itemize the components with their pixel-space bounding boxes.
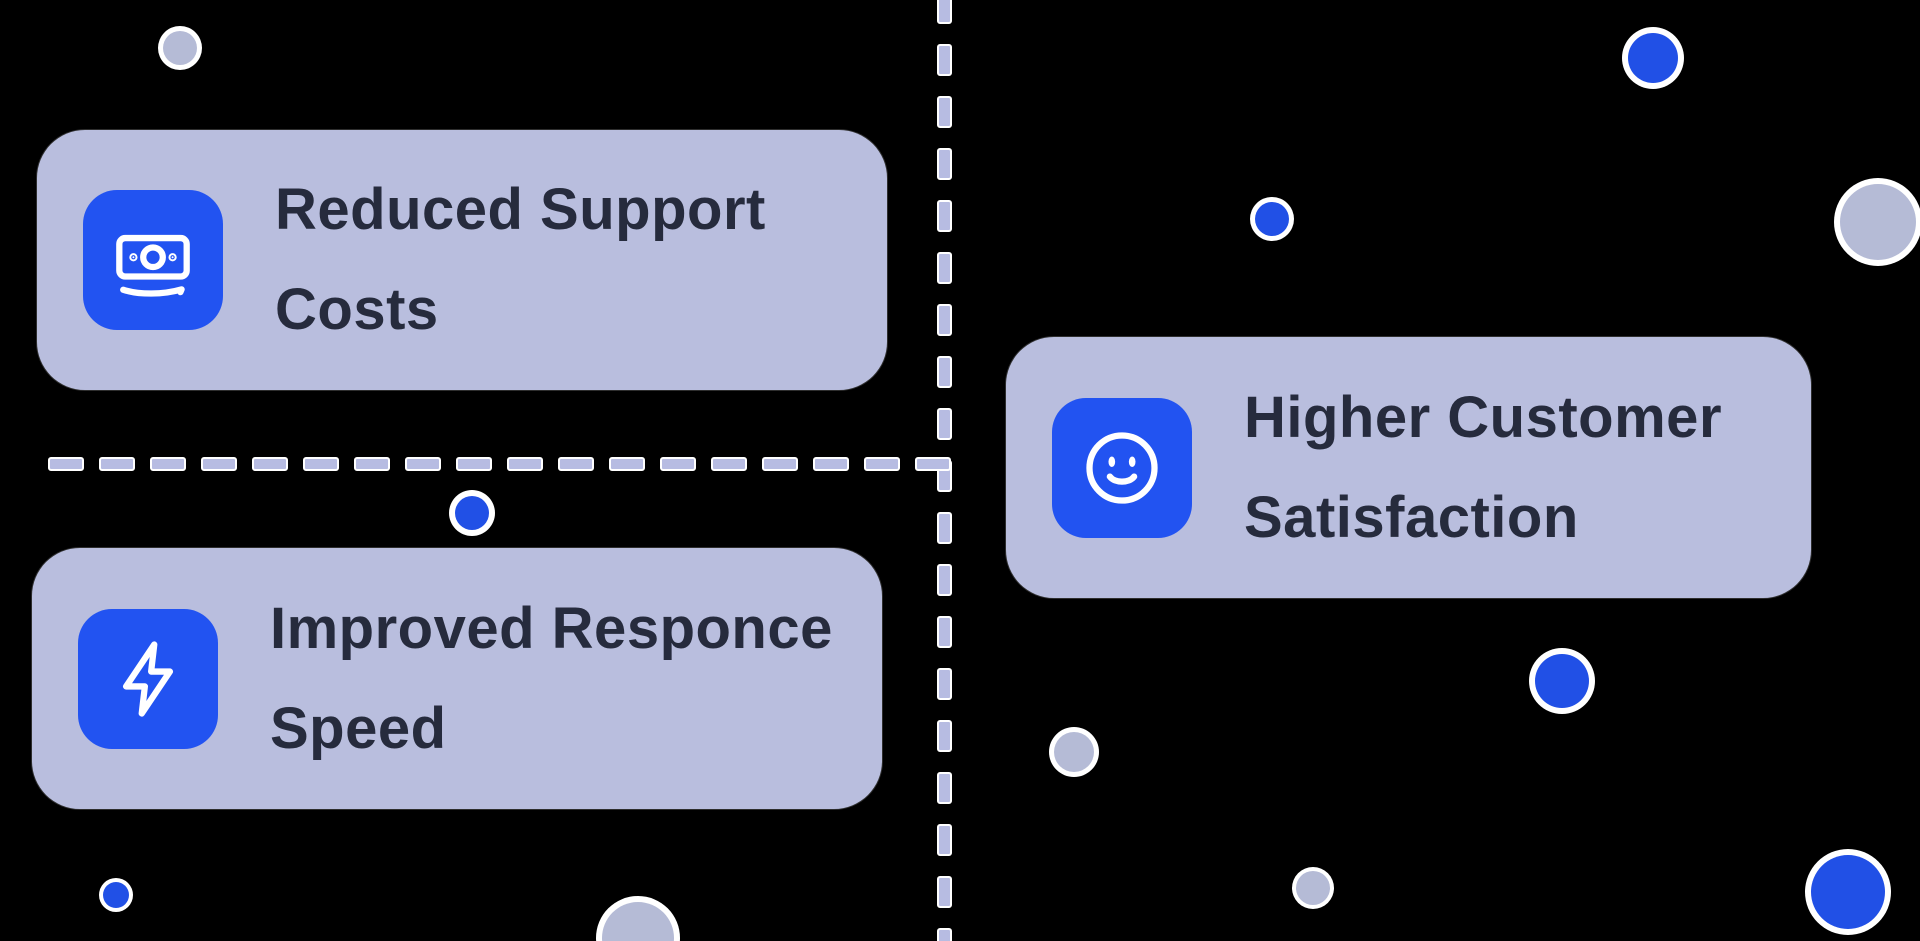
dash-segment	[558, 457, 594, 471]
dash-segment	[864, 457, 900, 471]
banknote-icon	[83, 190, 223, 330]
smiley-icon	[1052, 397, 1192, 538]
dash-segment	[937, 356, 952, 388]
decor-dot-blue	[1628, 33, 1678, 83]
dash-segment	[937, 252, 952, 284]
dash-segment	[252, 457, 288, 471]
dash-segment	[937, 44, 952, 76]
dash-segment	[937, 148, 952, 180]
benefit-card-label: Improved Responce Speed	[270, 579, 833, 779]
decor-dot-blue	[1811, 855, 1885, 929]
benefit-card-reduced-support-costs: Reduced Support Costs	[37, 130, 887, 390]
label-line: Higher Customer	[1244, 384, 1723, 450]
dash-segment	[937, 304, 952, 336]
decor-dot-gray	[1054, 732, 1094, 772]
dash-segment	[48, 457, 84, 471]
lightning-icon	[78, 608, 218, 749]
dash-segment	[99, 457, 135, 471]
decor-dot-gray	[1840, 184, 1916, 260]
dash-segment	[303, 457, 339, 471]
dash-segment	[937, 668, 952, 700]
label-line: Improved Responce	[270, 595, 833, 661]
dash-segment	[937, 772, 952, 804]
dash-segment	[937, 564, 952, 596]
dash-segment	[813, 457, 849, 471]
dash-segment	[354, 457, 390, 471]
dash-segment	[937, 720, 952, 752]
dash-segment	[937, 408, 952, 440]
dash-segment	[937, 876, 952, 908]
horizontal-dashed-divider	[48, 457, 952, 471]
dash-segment	[609, 457, 645, 471]
dash-segment	[937, 928, 952, 941]
dash-segment	[937, 96, 952, 128]
decor-dot-gray	[1296, 871, 1330, 905]
decor-dot-gray	[602, 902, 674, 941]
label-line: Speed	[270, 695, 447, 761]
label-line: Costs	[275, 277, 439, 342]
decor-dot-blue	[455, 496, 489, 530]
dash-segment	[915, 457, 951, 471]
dash-segment	[405, 457, 441, 471]
benefit-card-improved-response-speed: Improved Responce Speed	[32, 548, 882, 809]
decor-dot-blue	[103, 882, 129, 908]
vertical-dashed-divider	[937, 0, 952, 941]
benefit-card-higher-customer-satisfaction: Higher Customer Satisfaction	[1006, 337, 1811, 598]
dash-segment	[150, 457, 186, 471]
dash-segment	[937, 824, 952, 856]
dash-segment	[711, 457, 747, 471]
dash-segment	[507, 457, 543, 471]
label-line: Reduced Support	[275, 177, 766, 243]
dash-segment	[762, 457, 798, 471]
dash-segment	[937, 200, 952, 232]
benefit-card-label: Higher Customer Satisfaction	[1244, 368, 1722, 568]
dash-segment	[937, 616, 952, 648]
dash-segment	[660, 457, 696, 471]
decor-dot-blue	[1535, 654, 1589, 708]
decor-dot-blue	[1255, 202, 1289, 236]
dash-segment	[456, 457, 492, 471]
benefit-card-label: Reduced Support Costs	[275, 160, 766, 360]
dash-segment	[937, 512, 952, 544]
dash-segment	[937, 0, 952, 24]
label-line: Satisfaction	[1244, 484, 1579, 550]
decor-dot-gray	[163, 31, 197, 65]
dash-segment	[201, 457, 237, 471]
